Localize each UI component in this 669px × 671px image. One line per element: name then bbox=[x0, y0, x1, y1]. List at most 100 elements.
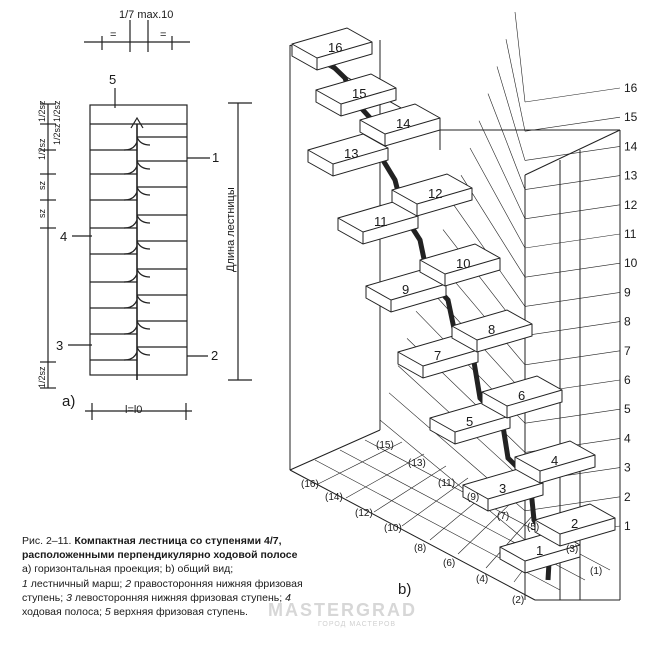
grid-line bbox=[524, 116, 621, 132]
grid-line bbox=[496, 66, 526, 161]
floor-label: (4) bbox=[476, 574, 488, 585]
scale-label: 8 bbox=[624, 315, 631, 329]
tread-edge bbox=[340, 87, 397, 105]
caption-figure-number: Рис. 2–11. bbox=[22, 535, 72, 547]
step-label: 15 bbox=[352, 86, 366, 101]
tread bbox=[359, 103, 441, 147]
callout-2: 2 bbox=[211, 348, 218, 363]
legend-number: 1 bbox=[22, 577, 28, 590]
plan-step-curve bbox=[136, 294, 151, 304]
step-label: 16 bbox=[328, 40, 342, 55]
scale-label: 4 bbox=[624, 431, 631, 445]
tread-edge bbox=[534, 519, 561, 535]
tread-edge bbox=[559, 517, 616, 535]
step-label: 8 bbox=[488, 322, 495, 337]
grid-line bbox=[524, 87, 621, 103]
plan-labels: 1/7 max.10 = = 5 1 4 3 2 1/2sz 1/2sz 1/2… bbox=[37, 9, 237, 416]
callout-5: 5 bbox=[109, 72, 116, 87]
tread-edge bbox=[429, 417, 456, 433]
scale-label: 6 bbox=[624, 373, 631, 387]
grid-line bbox=[524, 204, 621, 220]
legend-number: 5 bbox=[104, 606, 111, 619]
floor-label: (13) bbox=[408, 458, 426, 469]
tread-surface bbox=[315, 73, 397, 117]
dim-sz: sz bbox=[37, 209, 47, 219]
floor-label: (16) bbox=[301, 479, 319, 490]
step-label: 2 bbox=[571, 516, 578, 531]
tread bbox=[534, 503, 616, 547]
tread-edge bbox=[454, 415, 511, 433]
grid-line bbox=[524, 262, 621, 278]
scale-label: 1 bbox=[624, 519, 631, 533]
tread-edge bbox=[481, 391, 508, 407]
tread-surface bbox=[514, 440, 596, 484]
tread-edge bbox=[390, 283, 447, 301]
plan-step-curve bbox=[123, 165, 138, 175]
step-label: 9 bbox=[402, 282, 409, 297]
tread-edge bbox=[359, 119, 386, 135]
dim-half-sz: 1/2sz bbox=[52, 123, 62, 145]
callout-3: 3 bbox=[56, 338, 63, 353]
tread bbox=[419, 243, 501, 287]
scale-label: 10 bbox=[624, 256, 638, 270]
floor-line bbox=[485, 513, 535, 569]
subfigure-b-label: b) bbox=[398, 581, 411, 598]
tread bbox=[315, 73, 397, 117]
floor-line bbox=[373, 465, 447, 513]
tread-edge bbox=[514, 456, 541, 472]
plan-step-curve bbox=[136, 160, 151, 170]
tread-edge bbox=[397, 351, 424, 367]
step-label: 13 bbox=[344, 146, 358, 161]
step-label: 10 bbox=[456, 256, 470, 271]
tread-edge bbox=[332, 147, 389, 165]
grid-line bbox=[524, 350, 621, 366]
plan-step-curve bbox=[136, 268, 151, 278]
scale-label: 13 bbox=[624, 169, 638, 183]
floor-label: (12) bbox=[355, 508, 373, 519]
grid-line bbox=[524, 175, 621, 190]
stair-length-label: Длина лестницы bbox=[225, 187, 237, 272]
caption-line-a: а) горизонтальная проекция; b) общий вид… bbox=[22, 563, 234, 576]
tread-edge bbox=[337, 217, 364, 233]
tread-edge bbox=[539, 454, 596, 472]
tread-edge bbox=[499, 546, 526, 562]
floor-label: (9) bbox=[467, 492, 479, 503]
tread-edge bbox=[524, 544, 581, 562]
tread-edge bbox=[315, 89, 342, 105]
watermark-subtitle: ГОРОД МАСТЕРОВ bbox=[318, 621, 397, 628]
grid-line bbox=[524, 292, 621, 307]
legend-text: правосторонняя нижняя фризовая ступень; bbox=[22, 577, 303, 604]
grid-line bbox=[379, 419, 526, 541]
tread-edge bbox=[384, 117, 441, 135]
tread bbox=[481, 375, 563, 419]
floor-label: (11) bbox=[438, 478, 455, 489]
grid-line bbox=[524, 496, 621, 512]
legend-text: левосторонняя нижняя фризовая ступень; bbox=[71, 591, 286, 604]
grid-line bbox=[524, 321, 621, 336]
floor-label: (6) bbox=[443, 558, 455, 569]
tread-surface bbox=[419, 243, 501, 287]
scale-label: 15 bbox=[624, 110, 638, 124]
tread bbox=[391, 173, 473, 217]
step-label: 14 bbox=[396, 116, 410, 131]
equal-mark: = bbox=[160, 29, 166, 41]
treads bbox=[291, 27, 616, 574]
tread-edge bbox=[422, 349, 479, 367]
tread-edge bbox=[451, 325, 478, 341]
step-label: 7 bbox=[434, 348, 441, 363]
figure-caption: Рис. 2–11. Компактная лестница со ступен… bbox=[22, 534, 322, 619]
floor-line bbox=[317, 441, 403, 485]
plan-step-curve bbox=[123, 219, 138, 229]
tread bbox=[397, 335, 479, 379]
perspective-view bbox=[289, 11, 621, 601]
grid-line bbox=[505, 39, 526, 132]
tread-edge bbox=[291, 43, 318, 59]
tread-edge bbox=[365, 285, 392, 301]
floor-label: (1) bbox=[590, 566, 602, 577]
plan-step-curve bbox=[136, 240, 151, 250]
floor-line bbox=[289, 469, 536, 601]
plan-step-curve bbox=[123, 191, 138, 201]
